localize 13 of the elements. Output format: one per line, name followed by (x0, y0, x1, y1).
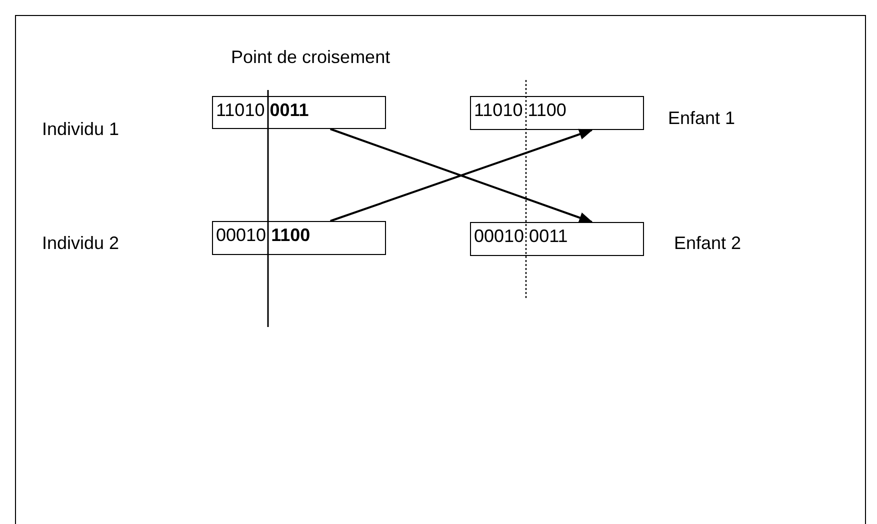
text-label: Point de croisement (231, 47, 390, 68)
bit-string-box (470, 96, 644, 130)
individual-label: Enfant 1 (668, 108, 736, 129)
bit-string-box (212, 96, 386, 129)
bit-string: 11010 0011 (216, 100, 309, 120)
bit-string: 00010 1100 (216, 225, 310, 245)
bit-string-box (212, 221, 386, 255)
bit-string: 11010 1100 (474, 100, 566, 120)
text-label: Individu 1 (42, 119, 120, 140)
bit-string-box (470, 222, 644, 256)
individual-label: Enfant 2 (674, 233, 742, 254)
bit-string: 00010 0011 (474, 226, 568, 246)
text-label: Individu 2 (42, 233, 120, 254)
